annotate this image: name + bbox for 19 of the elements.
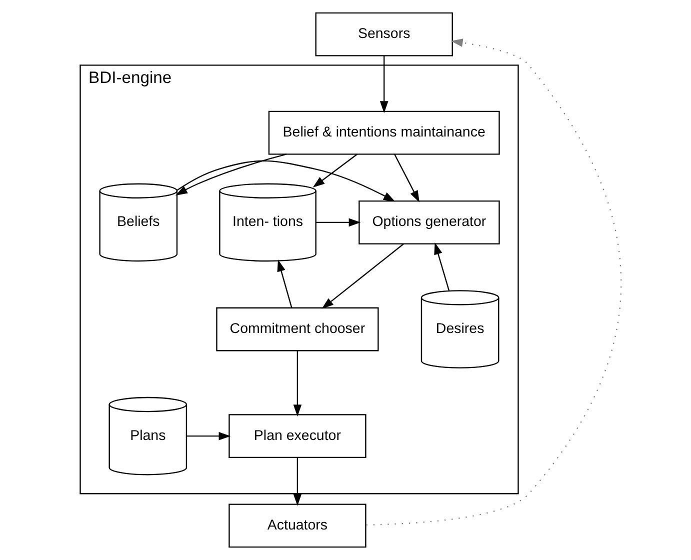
arrow — [394, 154, 419, 202]
arrow — [366, 38, 622, 526]
arrow — [176, 160, 395, 202]
arrow — [292, 351, 302, 416]
node-box: Actuators — [228, 504, 366, 548]
node-box: Options generator — [358, 200, 500, 244]
arrow — [292, 458, 302, 506]
node-box: Plan executor — [228, 414, 366, 458]
arrow — [316, 218, 360, 227]
arrow — [434, 242, 450, 291]
arrow — [175, 154, 286, 196]
node-box: Commitment chooser — [216, 307, 378, 352]
arrow — [379, 56, 388, 114]
node-box: Belief & intentions maintainance — [268, 110, 500, 155]
arrow — [312, 154, 357, 188]
node-box: Sensors — [314, 12, 452, 56]
arrow — [186, 432, 230, 440]
arrow — [276, 260, 292, 308]
arrow — [321, 244, 404, 309]
